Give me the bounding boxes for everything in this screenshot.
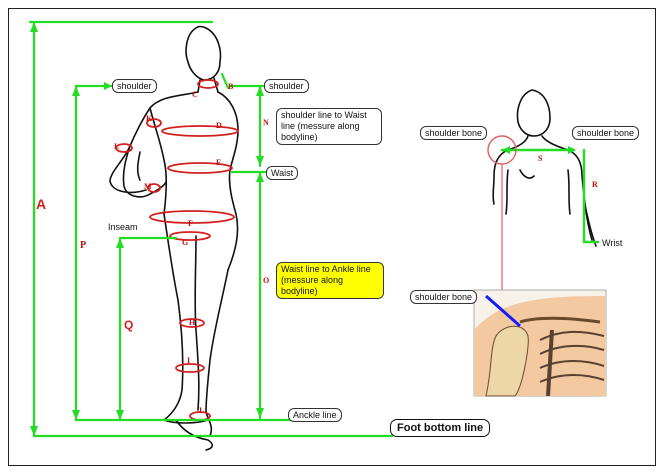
measure-letter-o: O: [263, 276, 270, 285]
shoulder-bone-label-skeleton: shoulder bone: [410, 290, 478, 304]
measure-letter-s: S: [538, 154, 543, 163]
measure-letter-q: Q: [124, 318, 134, 332]
body-measurement-rings: [115, 79, 239, 421]
measure-letter-c: C: [192, 90, 198, 99]
measure-letter-r: R: [592, 180, 598, 189]
measure-letter-d: D: [216, 121, 222, 130]
measure-letter-h: H: [189, 318, 196, 327]
inseam-label: Inseam: [108, 222, 138, 232]
measure-letter-i: I: [187, 356, 191, 365]
foot-bottom-line-label: Foot bottom line: [390, 419, 491, 437]
measure-letter-p: P: [80, 240, 87, 251]
measure-letter-a: A: [36, 196, 47, 212]
measure-letter-f: F: [188, 219, 193, 228]
measure-letter-j: J: [198, 406, 202, 415]
measure-letter-g: G: [182, 238, 189, 247]
back-view-figure: [492, 89, 597, 247]
shoulder-bone-label-right: shoulder bone: [572, 126, 640, 140]
measure-letter-m: M: [144, 182, 152, 191]
skeleton-inset: [473, 289, 607, 397]
body-measurement-lines: [28, 20, 394, 438]
measure-letter-l: L: [114, 142, 120, 151]
measure-letter-k: K: [146, 114, 153, 123]
wrist-label: Wrist: [602, 238, 623, 248]
waist-label: Waist: [266, 166, 299, 180]
measure-letter-n: N: [263, 118, 269, 127]
back-arrow-heads: [502, 146, 576, 154]
waist-to-ankle-note: Waist line to Ankle line (messure along …: [276, 262, 384, 299]
arrow-heads: [30, 22, 264, 436]
shoulder-bone-label-left: shoulder bone: [420, 126, 488, 140]
measure-letter-b: B: [228, 82, 234, 91]
back-measurement-lines: [500, 148, 600, 244]
shoulder-to-waist-note: shoulder line to Waist line (messure alo…: [276, 108, 382, 145]
ankle-line-label: Anckle line: [288, 408, 342, 422]
shoulder-label-left: shoulder: [112, 79, 157, 93]
measure-letter-e: E: [216, 158, 222, 167]
shoulder-label-right: shoulder: [264, 79, 309, 93]
